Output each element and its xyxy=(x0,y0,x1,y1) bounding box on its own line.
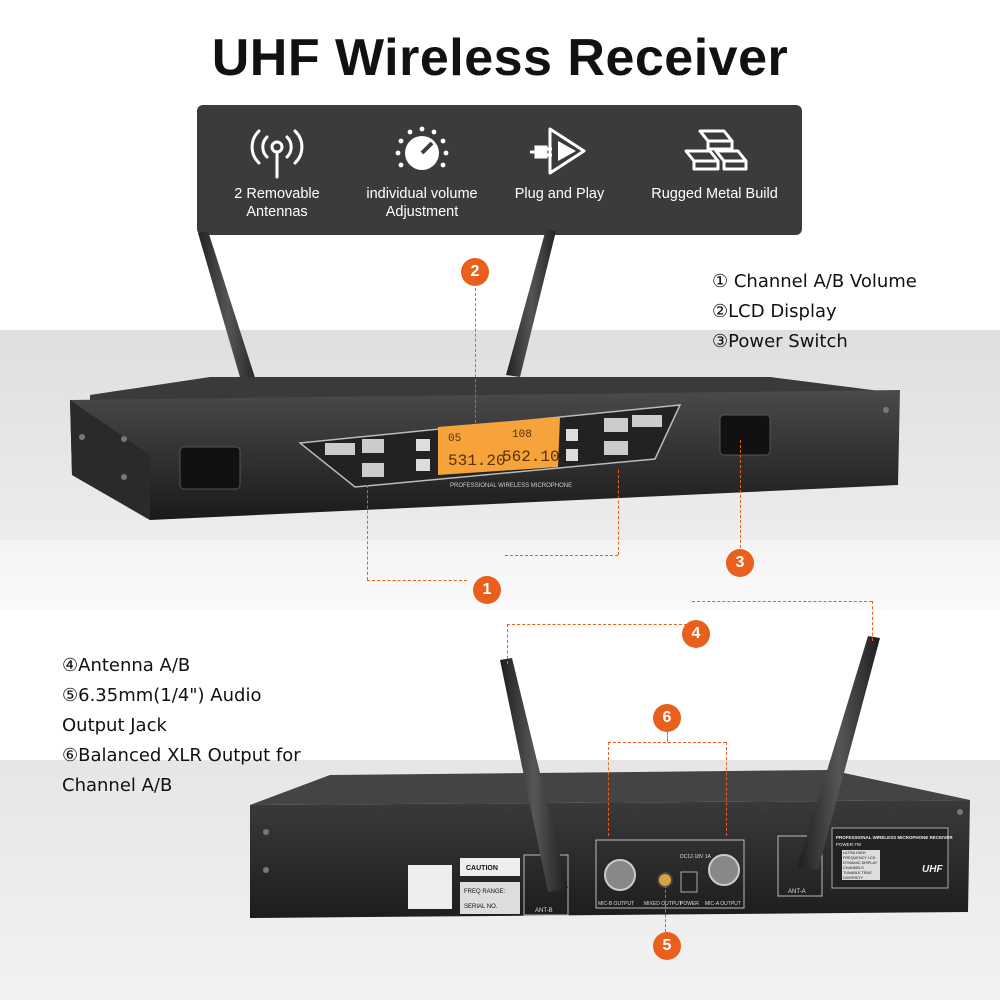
callout-line-5 xyxy=(665,885,666,932)
dc-rating-label: DC12-18V 1A xyxy=(680,854,712,860)
callout-line-1-right-bottom xyxy=(505,555,618,556)
legend-item: ① Channel A/B Volume xyxy=(712,271,917,292)
feature-label-2: Adjustment xyxy=(385,204,459,220)
feature-plug-play: Plug and Play xyxy=(487,105,632,235)
callout-line-1-bottom xyxy=(367,580,467,581)
legend-item: ⑥Balanced XLR Output for xyxy=(62,745,301,766)
antenna-icon xyxy=(250,129,304,179)
feature-antennas: 2 Removable Antennas xyxy=(197,105,357,235)
callout-line-6-left xyxy=(608,742,609,836)
callout-line-4-top-right xyxy=(692,601,872,602)
lcd-brand-strip: PROFESSIONAL WIRELESS MICROPHONE xyxy=(450,483,572,489)
feature-label-1: Plug and Play xyxy=(514,186,605,202)
legend-item: ④Antenna A/B xyxy=(62,655,191,676)
callout-badge-1: 1 xyxy=(473,576,501,604)
ant-b-label: ANT-B xyxy=(535,908,553,914)
serial-no-label: SERIAL NO. xyxy=(464,904,498,910)
lcd-freq-b: 562.10 xyxy=(502,448,560,466)
rear-brand-label: PROFESSIONAL WIRELESS MICROPHONE RECEIVE… xyxy=(836,835,953,840)
callout-line-6-top xyxy=(608,742,726,743)
callout-badge-5: 5 xyxy=(653,932,681,960)
volume-knob-icon xyxy=(395,126,449,170)
mic-a-output-label: MIC-A OUTPUT xyxy=(705,901,741,907)
caution-label: CAUTION xyxy=(466,865,498,872)
feature-label-1: individual volume xyxy=(366,186,478,202)
mix-output-label: MIXED OUTPUT xyxy=(644,901,682,907)
front-legend: ① Channel A/B Volume ②LCD Display ③Power… xyxy=(712,267,917,357)
bg-stripe-top-edge xyxy=(0,540,1000,610)
page-title: UHF Wireless Receiver xyxy=(211,29,789,87)
legend-item: ③Power Switch xyxy=(712,331,848,352)
legend-item: ②LCD Display xyxy=(712,301,837,322)
power-switch[interactable] xyxy=(719,414,771,456)
feature-bar: 2 Removable Antennas individual volume A… xyxy=(197,105,802,235)
feature-volume: individual volume Adjustment xyxy=(347,105,497,235)
rear-spec-text: ULTRA HIGH FREQUENCY LCD DYNAMIC DISPLAY… xyxy=(843,851,878,879)
metal-bars-icon xyxy=(684,129,747,171)
front-receiver: 05 108 531.20 562.10 PROFESSIONAL WIRELE… xyxy=(70,229,900,520)
callout-line-2 xyxy=(475,288,476,423)
callout-line-6-stem xyxy=(667,732,668,742)
rear-antenna-a xyxy=(798,636,880,870)
antenna-left xyxy=(198,231,258,391)
power-label: POWER xyxy=(680,901,699,907)
ant-a-label: ANT-A xyxy=(788,889,806,895)
callout-line-3 xyxy=(740,440,741,548)
callout-badge-6: 6 xyxy=(653,704,681,732)
plug-and-play-icon xyxy=(529,127,585,175)
rear-uhf-logo: UHF xyxy=(922,864,943,875)
antenna-right xyxy=(506,229,556,377)
callout-line-6-right xyxy=(726,742,727,836)
callout-line-4-left xyxy=(507,624,508,664)
xlr-output-a[interactable] xyxy=(708,854,740,886)
callout-badge-2: 2 xyxy=(461,258,489,286)
dc-power-jack[interactable] xyxy=(680,871,698,893)
mic-b-output-label: MIC-B OUTPUT xyxy=(598,901,634,907)
feature-metal-build: Rugged Metal Build xyxy=(627,105,802,235)
rear-legend: ④Antenna A/B ⑤6.35mm(1/4") Audio Output … xyxy=(62,651,301,801)
feature-label-1: Rugged Metal Build xyxy=(651,186,778,202)
lcd-top-left: 05 xyxy=(448,433,461,445)
freq-range-label: FREQ RANGE: xyxy=(464,889,506,895)
callout-badge-4: 4 xyxy=(682,620,710,648)
rear-antenna-b xyxy=(500,658,568,892)
feature-label-2: Antennas xyxy=(246,204,308,220)
legend-item: Channel A/B xyxy=(62,775,173,796)
legend-item: ⑤6.35mm(1/4") Audio xyxy=(62,685,262,706)
callout-line-4-right xyxy=(872,601,873,641)
lcd-freq-a: 531.20 xyxy=(448,452,506,470)
feature-label-1: 2 Removable xyxy=(234,186,320,202)
callout-badge-3: 3 xyxy=(726,549,754,577)
rear-power-label: POWER:7W xyxy=(836,842,862,847)
lcd-top-right: 108 xyxy=(512,429,532,441)
callout-line-1-right xyxy=(618,470,619,555)
legend-item: Output Jack xyxy=(62,715,167,736)
callout-line-1-left xyxy=(367,485,368,580)
callout-line-4-top-left xyxy=(507,624,687,625)
rear-receiver: CAUTION FREQ RANGE: SERIAL NO. ANT-B DC1… xyxy=(250,636,970,918)
xlr-output-b[interactable] xyxy=(604,859,636,891)
